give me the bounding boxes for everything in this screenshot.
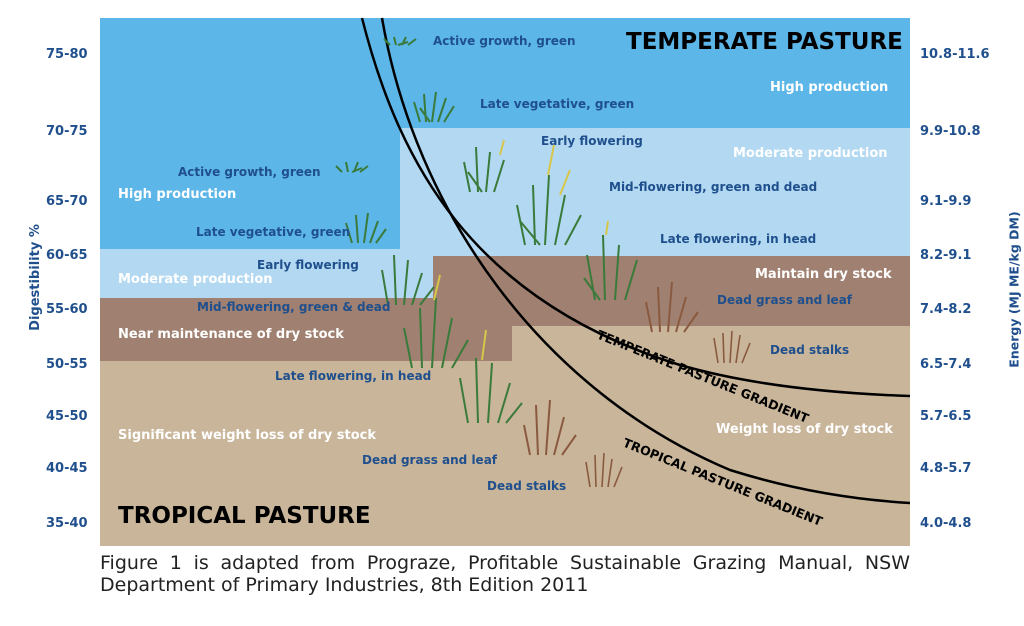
left-tick: 40-45 (46, 461, 88, 476)
band-moderate-temperate (400, 128, 910, 256)
temperate-stage-dead-stalks: Dead stalks (770, 343, 850, 357)
right-tick: 9.9-10.8 (920, 124, 981, 139)
grass-icon-tropical-lateveg (345, 212, 387, 244)
tropical-stage-late-flowering: Late flowering, in head (275, 369, 432, 383)
grass-icon-temperate-dead (645, 281, 699, 333)
grass-icon-temperate-mid (516, 144, 582, 246)
left-tick: 60-65 (46, 248, 88, 263)
grass-icon-temperate-early (463, 139, 505, 193)
right-tick: 10.8-11.6 (920, 47, 990, 62)
right-tick: 8.2-9.1 (920, 248, 972, 263)
temperate-stage-active: Active growth, green (433, 34, 576, 48)
left-tick: 75-80 (46, 47, 88, 62)
grass-icon-temperate-stalks (713, 330, 751, 364)
temperate-weight-loss: Weight loss of dry stock (716, 422, 893, 437)
tropical-weight-loss: Significant weight loss of dry stock (118, 428, 376, 443)
temperate-stage-early-flowering: Early flowering (541, 134, 643, 148)
tropical-gradient-curve (380, 17, 911, 505)
right-tick: 4.8-5.7 (920, 461, 972, 476)
left-axis-title: Digestibility % (27, 224, 43, 331)
grass-icon-temperate-active (383, 36, 417, 46)
band-high-temperate (400, 18, 910, 128)
right-tick: 4.0-4.8 (920, 516, 972, 531)
tropical-stage-lateveg: Late vegetative, green (196, 225, 351, 239)
left-tick: 70-75 (46, 124, 88, 139)
right-tick: 5.7-6.5 (920, 409, 972, 424)
temperate-title: TEMPERATE PASTURE (626, 29, 903, 55)
tropical-title: TROPICAL PASTURE (118, 503, 371, 529)
figure-caption: Figure 1 is adapted from Prograze, Profi… (100, 552, 910, 596)
grass-icon-tropical-early (381, 254, 435, 306)
grass-icon-temperate-late (583, 220, 638, 301)
right-axis-title: Energy (MJ ME/kg DM) (1006, 211, 1022, 368)
left-tick: 35-40 (46, 516, 88, 531)
grass-icon-tropical-active (335, 161, 369, 173)
temperate-maintain-dry-stock: Maintain dry stock (755, 267, 892, 282)
tropical-high-production: High production (118, 187, 237, 202)
temperate-moderate-production: Moderate production (733, 146, 888, 161)
right-tick: 6.5-7.4 (920, 357, 972, 372)
temperate-gradient-curve (360, 17, 911, 398)
temperate-stage-lateveg: Late vegetative, green (480, 97, 635, 111)
left-tick: 65-70 (46, 194, 88, 209)
tropical-moderate-production: Moderate production (118, 272, 273, 287)
tropical-stage-dead-stalks: Dead stalks (487, 479, 567, 493)
right-tick: 9.1-9.9 (920, 194, 972, 209)
tropical-stage-mid-flowering: Mid-flowering, green & dead (197, 300, 391, 314)
tropical-stage-active: Active growth, green (178, 165, 321, 179)
tropical-stage-early-flowering: Early flowering (257, 258, 359, 272)
grass-icon-tropical-stalks (585, 452, 623, 488)
tropical-stage-dead-grass: Dead grass and leaf (362, 453, 498, 467)
grass-icon-tropical-late (459, 329, 523, 424)
left-tick: 50-55 (46, 357, 88, 372)
temperate-stage-mid-flowering: Mid-flowering, green and dead (609, 180, 818, 194)
tropical-near-maintenance: Near maintenance of dry stock (118, 327, 344, 342)
grass-icon-temperate-lateveg (413, 91, 455, 123)
temperate-stage-late-flowering: Late flowering, in head (660, 232, 817, 246)
grass-icon-tropical-dead (523, 399, 577, 456)
left-tick: 45-50 (46, 409, 88, 424)
temperate-high-production: High production (770, 80, 889, 95)
temperate-stage-dead-grass: Dead grass and leaf (717, 293, 853, 307)
right-tick: 7.4-8.2 (920, 302, 972, 317)
grass-icon-tropical-mid (403, 274, 469, 369)
left-tick: 55-60 (46, 302, 88, 317)
